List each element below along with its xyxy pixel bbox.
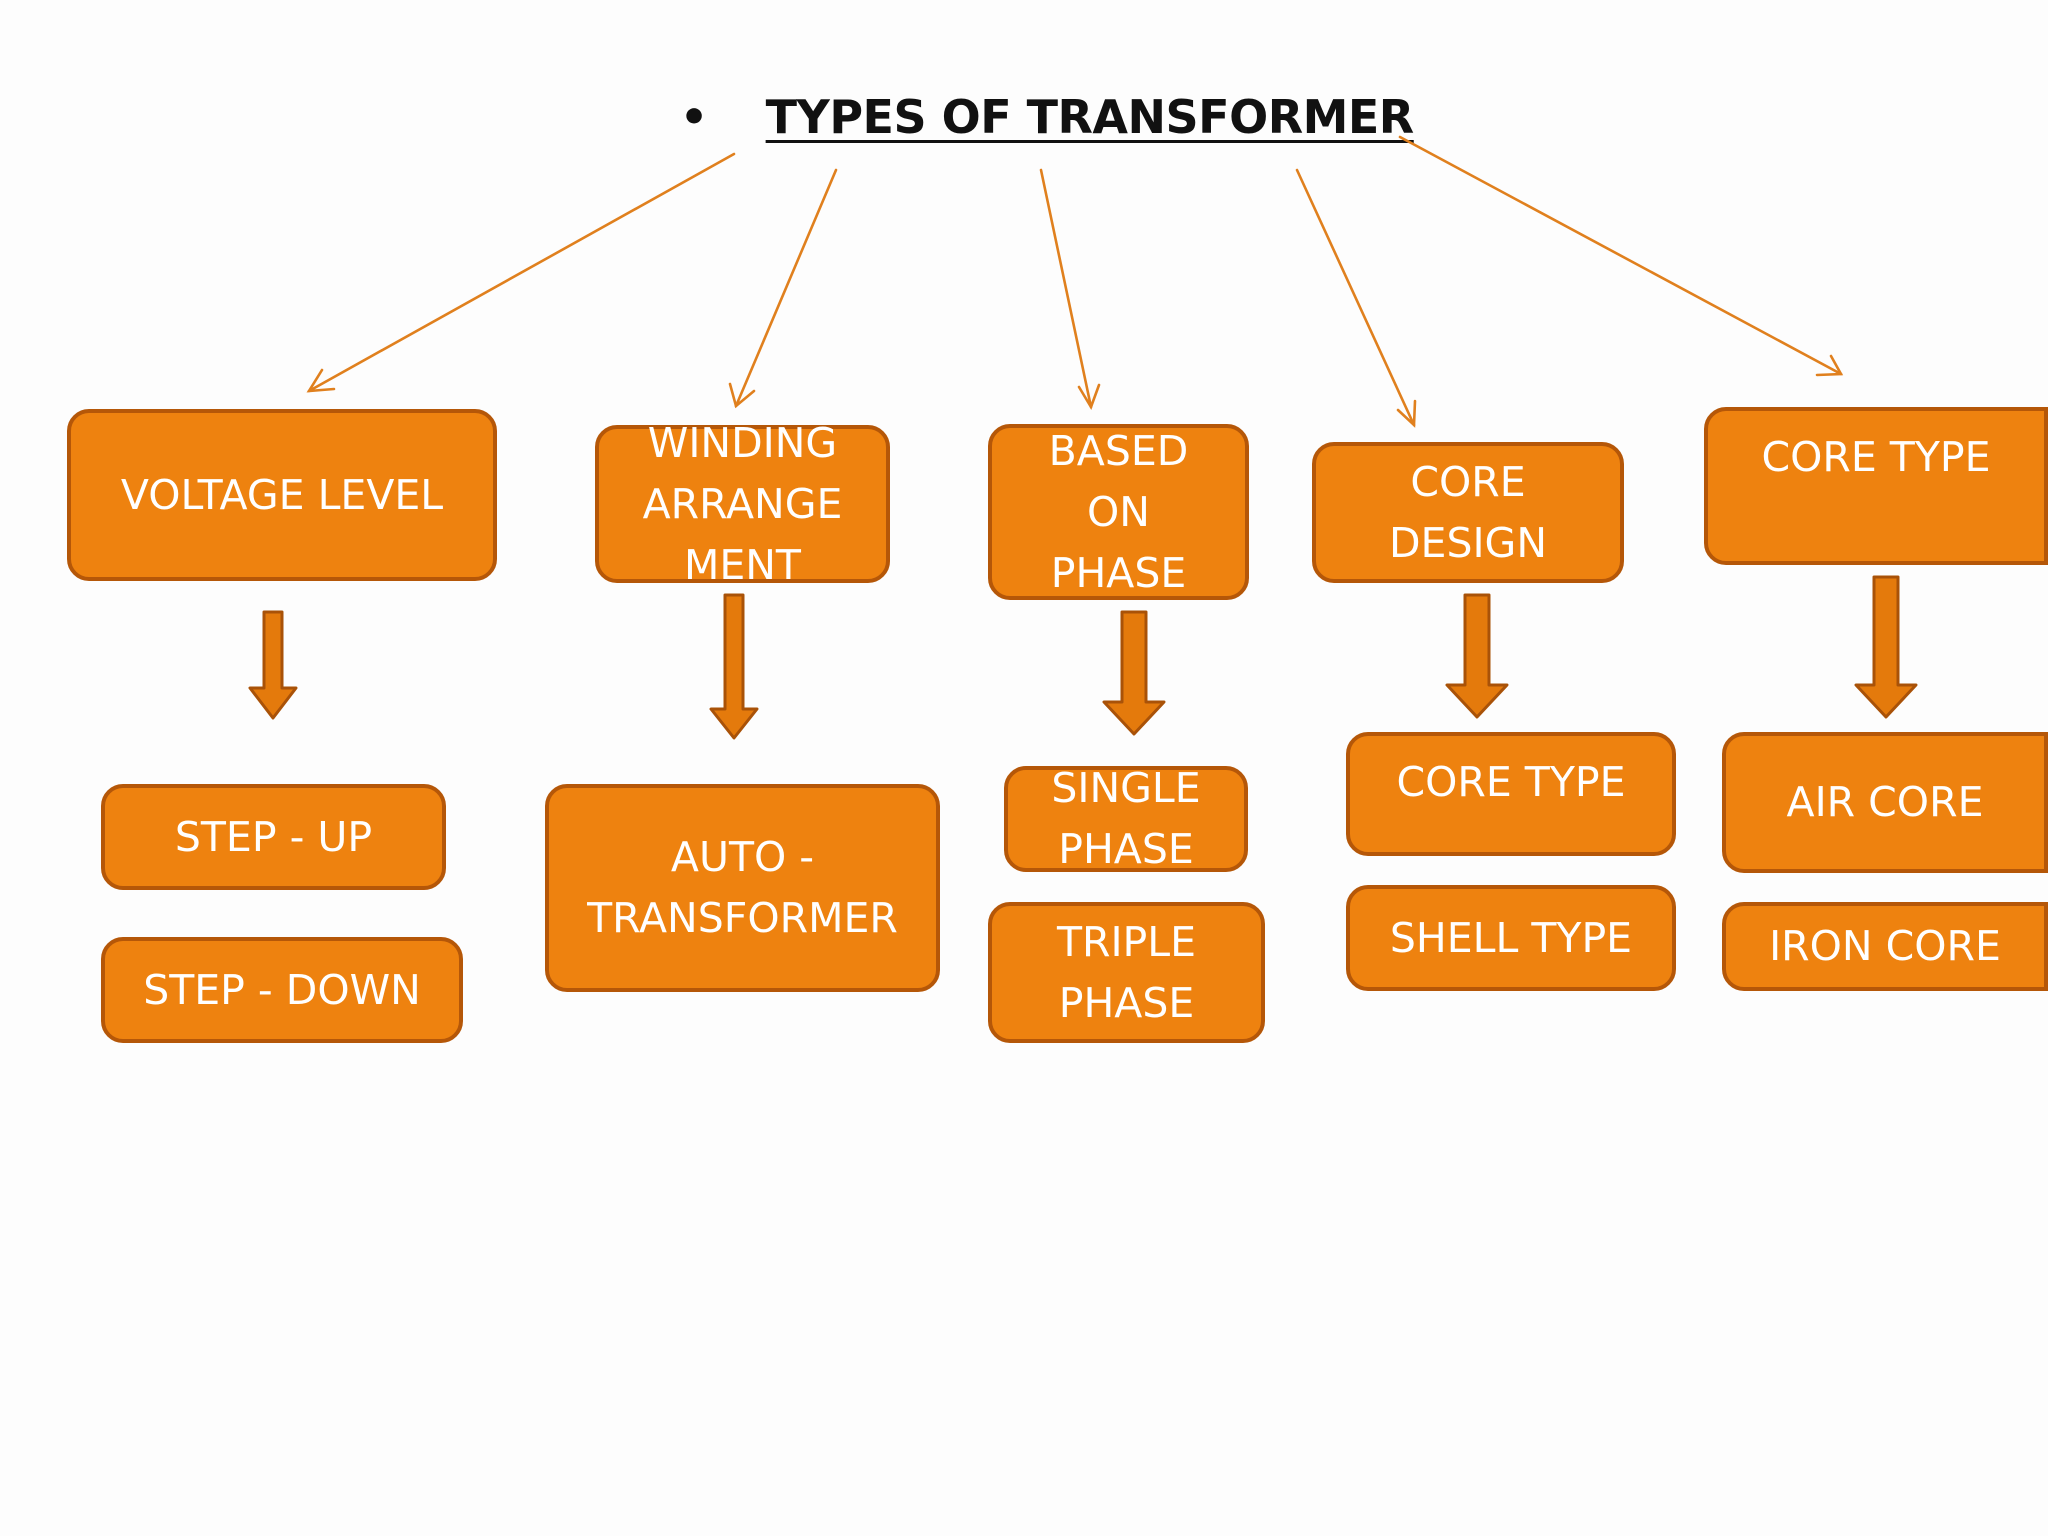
category-core-type-label: CORE TYPE [1761,433,1991,481]
connector-winding-arrangement [734,168,838,408]
category-core-design: CORE DESIGN [1312,442,1624,583]
category-voltage-level-label: VOLTAGE LEVEL [120,470,444,519]
diagram-title: • TYPES OF TRANSFORMER [680,82,1414,152]
title-text: TYPES OF TRANSFORMER [765,90,1415,144]
item-auto-transformer: AUTO - TRANSFORMER [545,784,940,992]
item-triple-phase-label: TRIPLE PHASE [1056,917,1197,1027]
connector-core-type-head [1815,354,1844,377]
down-arrow-based-on-phase [1102,610,1166,736]
connector-core-design-head [1396,399,1417,428]
item-triple-phase: TRIPLE PHASE [988,902,1265,1043]
item-shell-type-label: SHELL TYPE [1389,913,1633,962]
item-step-down: STEP - DOWN [101,937,463,1043]
down-arrow-winding-arrangement [709,593,759,740]
down-arrow-core-type [1854,575,1918,719]
category-based-on-phase-label: BASED ON PHASE [1048,426,1189,597]
item-shell-type: SHELL TYPE [1346,885,1676,991]
connector-core-design [1295,168,1416,427]
item-step-up-label: STEP - UP [174,812,373,861]
category-core-design-label: CORE DESIGN [1388,457,1548,567]
category-winding-arrangement: WINDING ARRANGE MENT [595,419,890,589]
category-core-type: CORE TYPE [1704,407,2048,565]
item-single-phase: SINGLE PHASE [1004,764,1248,873]
down-arrow-core-design [1445,593,1509,719]
item-core-type-label: CORE TYPE [1396,758,1626,806]
connector-voltage-level [307,152,736,393]
down-arrow-voltage-level [248,610,298,720]
connector-core-type [1398,135,1843,376]
connector-voltage-level-head [306,368,336,393]
category-based-on-phase: BASED ON PHASE [988,424,1249,600]
item-air-core: AIR CORE [1722,732,2048,873]
item-step-up: STEP - UP [101,784,446,890]
item-auto-transformer-label: AUTO - TRANSFORMER [587,833,898,942]
category-winding-arrangement-label: WINDING ARRANGE MENT [642,418,843,589]
item-step-down-label: STEP - DOWN [143,965,421,1014]
item-core-type: CORE TYPE [1346,732,1676,856]
connector-based-on-phase-head [1077,383,1101,411]
category-voltage-level: VOLTAGE LEVEL [67,409,497,581]
item-iron-core-label: IRON CORE [1769,922,2001,970]
connector-winding-arrangement-head [728,382,756,409]
item-single-phase-label: SINGLE PHASE [1051,764,1201,873]
title-bullet: • [680,91,708,143]
item-air-core-label: AIR CORE [1786,778,1984,826]
connector-based-on-phase [1039,168,1093,409]
item-iron-core: IRON CORE [1722,902,2048,991]
